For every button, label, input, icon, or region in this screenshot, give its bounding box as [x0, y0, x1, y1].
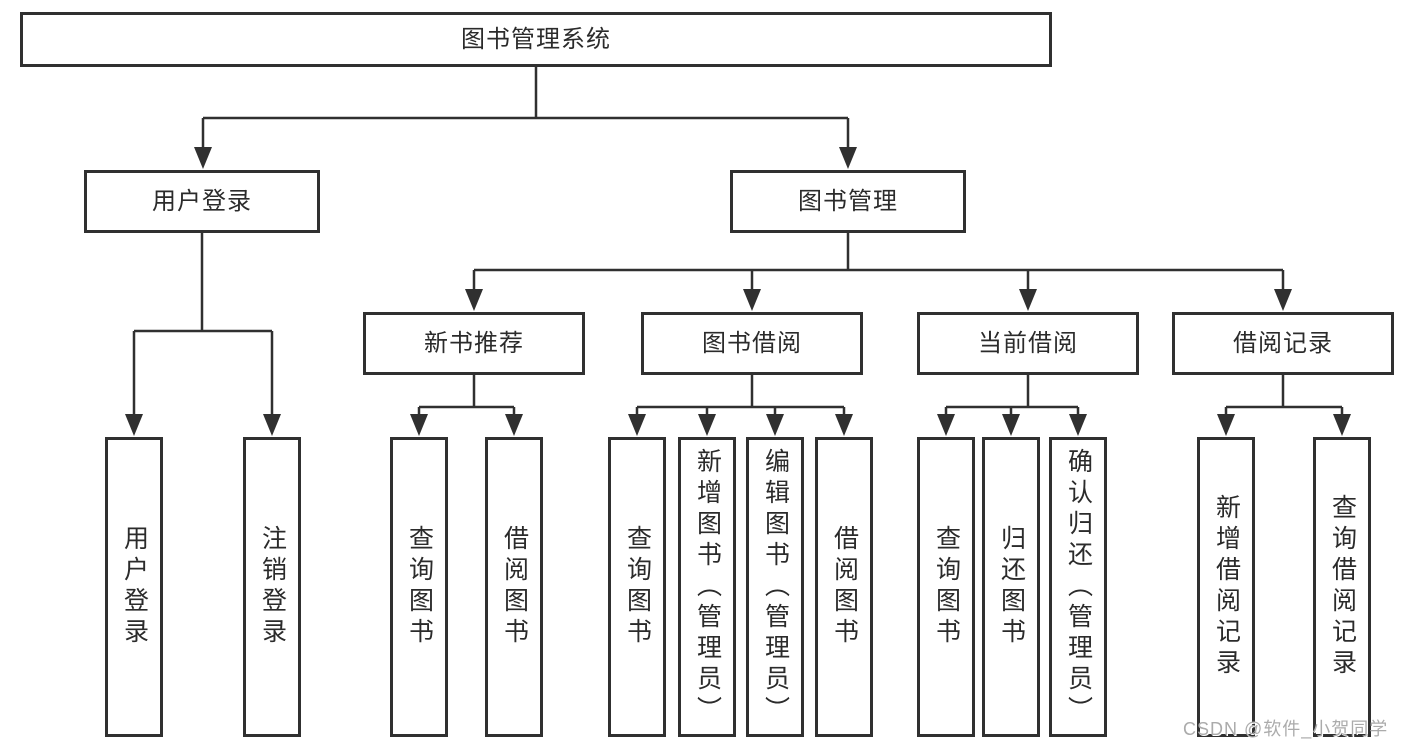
node-leaf-return-book: 归还图书 [982, 437, 1040, 737]
arrow-icon [698, 414, 716, 436]
arrow-icon [194, 147, 212, 169]
node-book-management: 图书管理 [730, 170, 966, 233]
node-label: 图书管理 [798, 187, 898, 215]
arrow-icon [628, 414, 646, 436]
arrow-icon [743, 289, 761, 311]
node-borrow-records: 借阅记录 [1172, 312, 1394, 375]
node-label: 当前借阅 [978, 329, 1078, 357]
node-label: 借阅记录 [1233, 329, 1333, 357]
node-system-root: 图书管理系统 [20, 12, 1052, 67]
arrow-icon [937, 414, 955, 436]
node-leaf-logout: 注销登录 [243, 437, 301, 737]
node-user-login-group: 用户登录 [84, 170, 320, 233]
arrow-icon [410, 414, 428, 436]
node-label: 查询图书 [932, 525, 961, 649]
connector-lines [132, 67, 1344, 416]
arrow-icon [1333, 414, 1351, 436]
arrow-icon [1217, 414, 1235, 436]
arrow-icon [1002, 414, 1020, 436]
arrow-icon [1019, 289, 1037, 311]
node-leaf-edit-book-admin: 编辑图书（管理员） [746, 437, 804, 737]
arrow-icon [263, 414, 281, 436]
node-current-borrow: 当前借阅 [917, 312, 1139, 375]
arrow-icon [835, 414, 853, 436]
node-leaf-add-borrow-record: 新增借阅记录 [1197, 437, 1255, 737]
node-label: 确认归还（管理员） [1064, 447, 1093, 727]
arrow-icon [1069, 414, 1087, 436]
node-new-book-recommend: 新书推荐 [363, 312, 585, 375]
node-label: 借阅图书 [500, 525, 529, 649]
arrow-icon [465, 289, 483, 311]
node-leaf-borrow-books-1: 借阅图书 [485, 437, 543, 737]
arrowheads [125, 147, 1351, 436]
node-label: 新增借阅记录 [1212, 494, 1241, 680]
node-label: 用户登录 [152, 187, 252, 215]
node-label: 新书推荐 [424, 329, 524, 357]
node-leaf-borrow-books-2: 借阅图书 [815, 437, 873, 737]
node-label: 图书借阅 [702, 329, 802, 357]
node-label: 查询图书 [623, 525, 652, 649]
node-leaf-query-borrow-record: 查询借阅记录 [1313, 437, 1371, 737]
node-leaf-confirm-return-admin: 确认归还（管理员） [1049, 437, 1107, 737]
csdn-watermark: CSDN @软件_小贺同学 [1183, 719, 1389, 739]
node-leaf-query-books-2: 查询图书 [608, 437, 666, 737]
node-label: 注销登录 [258, 525, 287, 649]
node-label: 新增图书（管理员） [693, 447, 722, 727]
arrow-icon [1274, 289, 1292, 311]
arrow-icon [839, 147, 857, 169]
node-leaf-add-book-admin: 新增图书（管理员） [678, 437, 736, 737]
node-label: 用户登录 [120, 525, 149, 649]
node-leaf-query-books-1: 查询图书 [390, 437, 448, 737]
arrow-icon [125, 414, 143, 436]
node-label: 归还图书 [997, 525, 1026, 649]
node-label: 编辑图书（管理员） [761, 447, 790, 727]
arrow-icon [505, 414, 523, 436]
node-label: 查询图书 [405, 525, 434, 649]
node-label: 借阅图书 [830, 525, 859, 649]
node-leaf-user-login: 用户登录 [105, 437, 163, 737]
node-label: 图书管理系统 [461, 25, 611, 53]
node-label: 查询借阅记录 [1328, 494, 1357, 680]
arrow-icon [766, 414, 784, 436]
node-book-borrow: 图书借阅 [641, 312, 863, 375]
node-leaf-query-books-3: 查询图书 [917, 437, 975, 737]
